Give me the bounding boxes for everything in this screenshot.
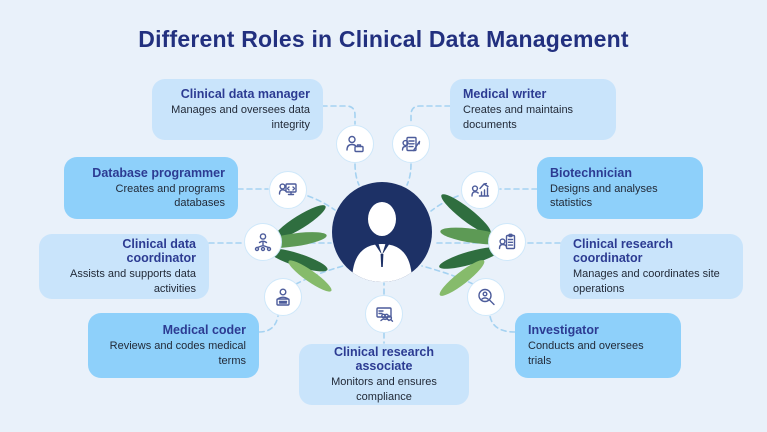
role-description: Designs and analyses statistics — [550, 182, 658, 209]
role-card-investigator: Investigator Conducts and oversees trial… — [515, 313, 681, 378]
role-description: Reviews and codes medical terms — [109, 340, 246, 367]
person-code-monitor-icon — [269, 171, 307, 209]
person-avatar — [332, 182, 432, 282]
document-pen-icon — [392, 125, 430, 163]
presentation-magnifier-icon — [365, 295, 403, 333]
role-card-database-programmer: Database programmer Creates and programs… — [64, 157, 238, 219]
person-keyboard-icon — [264, 278, 302, 316]
person-clipboard-icon — [488, 223, 526, 261]
role-name: Database programmer — [92, 165, 225, 180]
role-description: Creates and programs databases — [115, 182, 225, 209]
role-description: Manages and coordinates site operations — [573, 268, 720, 295]
role-name: Clinical research coordinator — [573, 237, 674, 266]
role-description: Assists and supports data activities — [70, 268, 196, 295]
role-card-clinical-research-coordinator: Clinical research coordinator Manages an… — [560, 234, 743, 299]
role-description: Monitors and ensures compliance — [331, 376, 437, 403]
org-hierarchy-icon — [244, 223, 282, 261]
role-card-biotechnician: Biotechnician Designs and analyses stati… — [537, 157, 703, 219]
role-name: Clinical research associate — [333, 345, 435, 374]
role-description: Manages and oversees data integrity — [171, 104, 310, 131]
role-card-clinical-data-manager: Clinical data manager Manages and overse… — [152, 79, 323, 140]
role-name: Clinical data coordinator — [122, 237, 196, 266]
role-name: Clinical data manager — [180, 87, 310, 102]
role-card-clinical-data-coordinator: Clinical data coordinator Assists and su… — [39, 234, 209, 299]
role-name: Medical writer — [463, 87, 547, 102]
page-title: Different Roles in Clinical Data Managem… — [138, 26, 629, 52]
role-card-medical-coder: Medical coder Reviews and codes medical … — [88, 313, 259, 378]
role-name: Medical coder — [162, 323, 246, 338]
person-briefcase-icon — [336, 125, 374, 163]
role-description: Creates and maintains documents — [463, 104, 574, 131]
role-description: Conducts and oversees trials — [528, 340, 644, 367]
role-card-clinical-research-associate: Clinical research associate Monitors and… — [299, 344, 469, 405]
role-name: Investigator — [528, 323, 599, 338]
role-card-medical-writer: Medical writer Creates and maintains doc… — [450, 79, 616, 140]
person-chart-icon — [461, 171, 499, 209]
magnifier-person-icon — [467, 278, 505, 316]
role-name: Biotechnician — [550, 165, 632, 180]
